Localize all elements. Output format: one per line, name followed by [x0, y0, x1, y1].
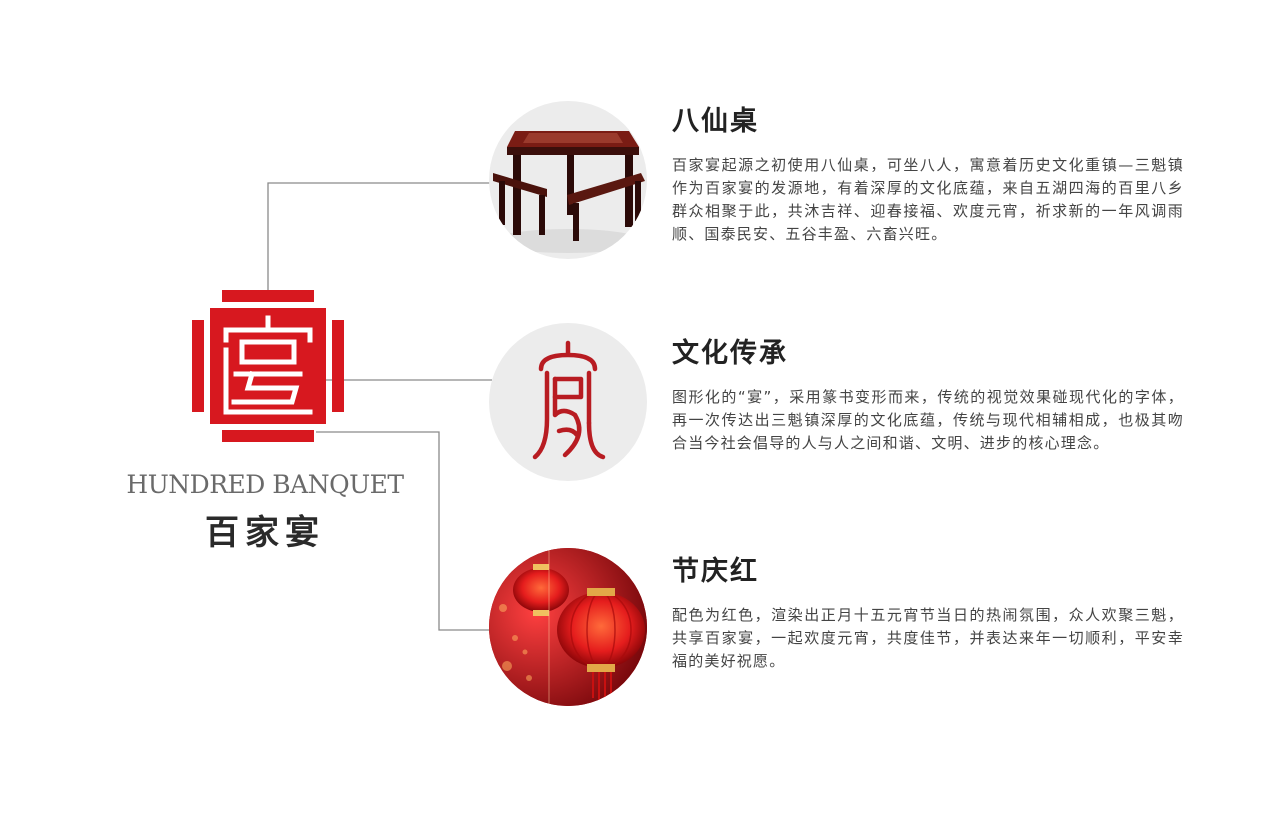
- brand-name-chinese: 百家宴: [205, 513, 325, 553]
- red-lanterns-image: [489, 548, 647, 706]
- section-cultural-heritage: 文化传承 图形化的“宴”，采用篆书变形而来，传统的视觉效果碰现代化的字体，再一次…: [672, 336, 1184, 455]
- brand-name-english: HUNDRED BANQUET: [126, 470, 404, 499]
- connector-line-3: [316, 431, 490, 631]
- seal-script-character-image: [489, 323, 647, 481]
- connector-line-1: [267, 182, 490, 296]
- section-body: 配色为红色，渲染出正月十五元宵节当日的热闹氛围，众人欢聚三魁，共享百家宴，一起欢…: [672, 606, 1184, 670]
- section-title: 文化传承: [672, 338, 788, 369]
- eight-immortals-table-image: [489, 101, 647, 259]
- section-body: 图形化的“宴”，采用篆书变形而来，传统的视觉效果碰现代化的字体，再一次传达出三魁…: [672, 388, 1184, 452]
- section-festive-red: 节庆红 配色为红色，渲染出正月十五元宵节当日的热闹氛围，众人欢聚三魁，共享百家宴…: [672, 554, 1184, 673]
- section-body: 百家宴起源之初使用八仙桌，可坐八人，寓意着历史文化重镇—三魁镇作为百家宴的发源地…: [672, 156, 1184, 243]
- section-title: 节庆红: [672, 556, 759, 587]
- section-eight-immortals-table: 八仙桌 百家宴起源之初使用八仙桌，可坐八人，寓意着历史文化重镇—三魁镇作为百家宴…: [672, 104, 1184, 246]
- section-title: 八仙桌: [672, 106, 759, 137]
- brand-logo: [192, 290, 344, 442]
